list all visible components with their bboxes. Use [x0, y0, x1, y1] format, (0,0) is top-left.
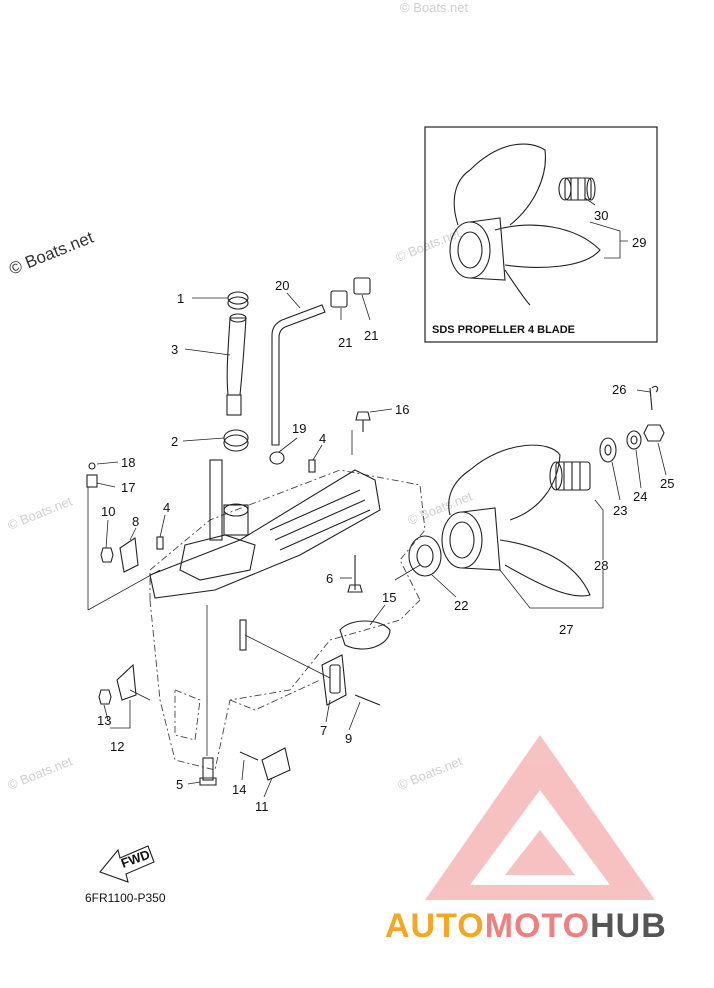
inset-propeller	[449, 143, 601, 306]
watermark-text: © Boats.net	[6, 493, 75, 533]
callout-2: 2	[171, 434, 178, 449]
callout-17: 17	[121, 480, 135, 495]
callouts: 1 3 2 20 21 21 19 4 16 18 17 10 8 4 6 15…	[97, 208, 674, 814]
callout-28: 28	[594, 558, 608, 573]
callout-5: 5	[176, 777, 183, 792]
callout-7: 7	[320, 723, 327, 738]
callout-10: 10	[101, 504, 115, 519]
watermark-text: © Boats.net	[6, 753, 75, 793]
brand-part-auto: AUTO	[385, 907, 485, 945]
brand-name: AUTOMOTOHUB	[385, 907, 667, 945]
watermark-text: © Boats.net	[394, 225, 463, 265]
callout-11: 11	[255, 799, 269, 814]
callout-25: 25	[660, 476, 674, 491]
diagram-code: 6FR1100-P350	[85, 891, 166, 905]
watermark-corner: © Boats.net	[6, 228, 96, 279]
callout-1: 1	[177, 291, 184, 306]
callout-16: 16	[395, 402, 409, 417]
callout-4: 4	[163, 500, 170, 515]
callout-15: 15	[382, 590, 396, 605]
brand-logo-mark	[425, 735, 655, 900]
callout-19: 19	[292, 421, 306, 436]
callout-24: 24	[633, 489, 647, 504]
small-parts	[86, 411, 391, 786]
inset-frame	[424, 126, 658, 343]
callout-23: 23	[613, 503, 627, 518]
callout-29: 29	[632, 235, 646, 250]
callout-14: 14	[232, 782, 246, 797]
brand-part-hub: HUB	[590, 907, 667, 945]
grommets-21	[330, 277, 371, 308]
propeller-assembly	[408, 385, 665, 597]
callout-8: 8	[132, 514, 139, 529]
callout-3: 3	[171, 342, 178, 357]
callout-18: 18	[121, 455, 135, 470]
fwd-label: FWD	[119, 847, 152, 871]
lower-unit-case	[149, 459, 426, 771]
leader-lines	[87, 197, 667, 798]
callout-6: 6	[326, 571, 333, 586]
callout-13: 13	[97, 713, 111, 728]
callout-21: 21	[338, 335, 352, 350]
inset-title: SDS PROPELLER 4 BLADE	[432, 324, 575, 336]
callout-21: 21	[364, 328, 378, 343]
callout-4: 4	[319, 431, 326, 446]
watermark-text: © Boats.net	[400, 0, 469, 15]
callout-22: 22	[454, 598, 468, 613]
brand-part-moto: MOTO	[485, 907, 590, 945]
fwd-arrow: FWD	[99, 845, 155, 883]
callout-12: 12	[110, 739, 124, 754]
pipe-20	[271, 304, 326, 446]
watermark-text: © Boats.net	[396, 753, 465, 793]
callout-20: 20	[275, 278, 289, 293]
water-tube	[223, 291, 249, 452]
callout-27: 27	[559, 622, 573, 637]
callout-30: 30	[594, 208, 608, 223]
callout-9: 9	[345, 731, 352, 746]
callout-26: 26	[612, 382, 626, 397]
